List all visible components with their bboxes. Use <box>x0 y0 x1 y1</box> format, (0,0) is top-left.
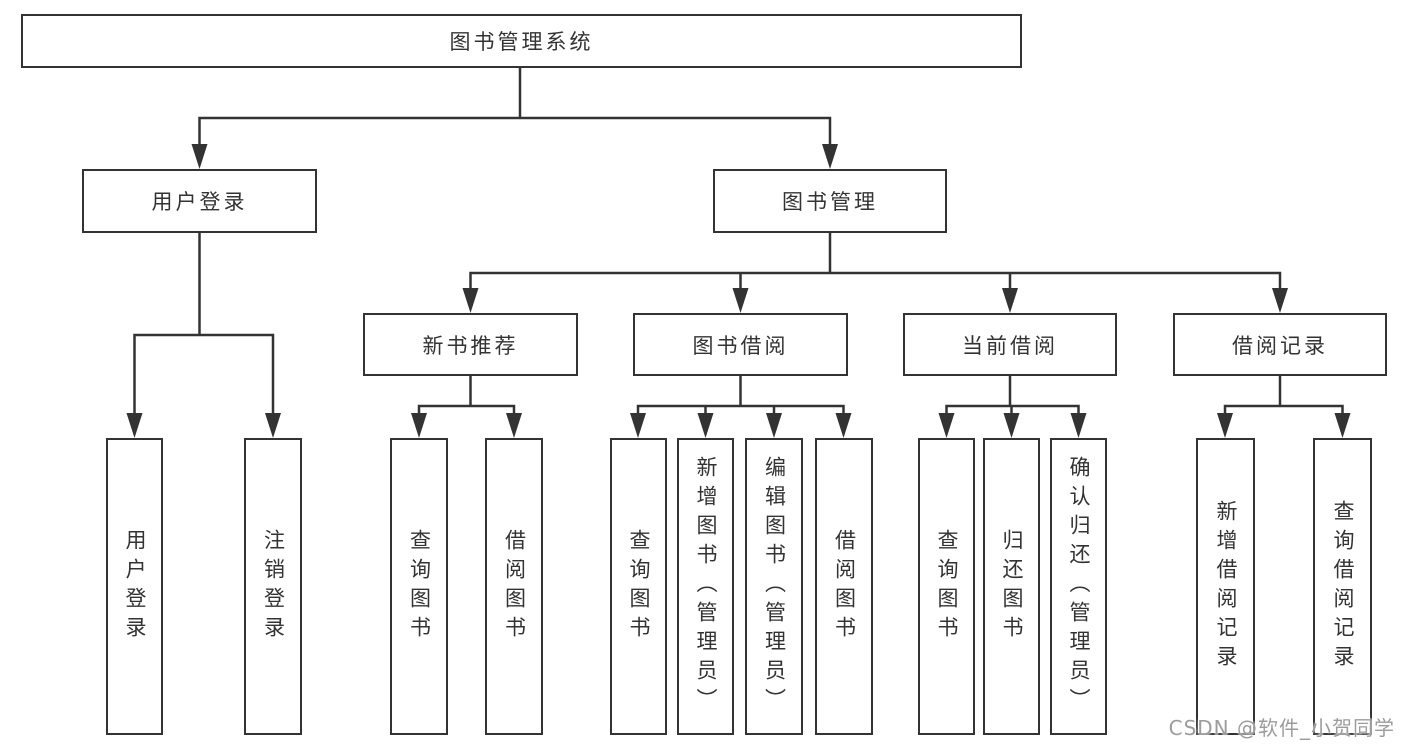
arrow-down-icon <box>938 413 955 438</box>
connector-bookmgmt-to-sections <box>469 231 1282 307</box>
leaf-newrec-borrow-books: 借阅图书 <box>485 438 543 735</box>
leaf-borrow-edit-books-admin: 编辑图书（管理员） <box>745 438 803 735</box>
connector-borrow-to-leaves <box>636 374 845 432</box>
leaf-borrow-query-books: 查询图书 <box>610 438 667 735</box>
arrow-down-icon <box>630 413 646 438</box>
leaf-newrec-query-books: 查询图书 <box>390 438 448 735</box>
arrow-down-icon <box>265 413 281 438</box>
node-borrow-records: 借阅记录 <box>1173 313 1387 376</box>
connector-userlogin-to-leaves <box>133 231 275 432</box>
leaf-current-query-books: 查询图书 <box>918 438 975 735</box>
csdn-watermark: CSDN @软件_小贺同学 <box>1168 716 1395 740</box>
arrow-down-icon <box>732 288 749 313</box>
node-current-borrow: 当前借阅 <box>903 313 1117 376</box>
arrow-down-icon <box>1070 413 1087 438</box>
connector-records-to-leaves <box>1223 374 1344 432</box>
leaf-records-query-record: 查询借阅记录 <box>1313 438 1372 735</box>
arrow-down-icon <box>1003 413 1020 438</box>
node-new-book-recommend: 新书推荐 <box>363 313 578 376</box>
leaf-current-return-books: 归还图书 <box>983 438 1040 735</box>
arrow-down-icon <box>462 288 479 313</box>
arrow-down-icon <box>1272 288 1288 313</box>
node-book-management: 图书管理 <box>713 169 947 233</box>
arrow-down-icon <box>126 413 143 438</box>
leaf-user-login: 用户登录 <box>106 438 163 735</box>
arrow-down-icon <box>766 413 782 438</box>
arrow-down-icon <box>1217 413 1233 438</box>
connector-root-to-level2 <box>198 66 832 163</box>
arrow-down-icon <box>506 413 522 438</box>
arrow-down-icon <box>1334 413 1351 438</box>
leaf-borrow-borrow-books: 借阅图书 <box>815 438 873 735</box>
leaf-records-add-record: 新增借阅记录 <box>1196 438 1255 735</box>
connector-newrec-to-leaves <box>417 374 516 432</box>
leaf-logout: 注销登录 <box>244 438 302 735</box>
arrow-down-icon <box>697 413 714 438</box>
arrow-down-icon <box>1002 288 1018 313</box>
arrow-down-icon <box>411 413 427 438</box>
node-book-borrow: 图书借阅 <box>633 313 848 376</box>
leaf-current-confirm-return-admin: 确认归还（管理员） <box>1050 438 1107 735</box>
arrow-down-icon <box>191 144 208 169</box>
node-user-login: 用户登录 <box>82 169 317 233</box>
leaf-borrow-add-books-admin: 新增图书（管理员） <box>677 438 734 735</box>
node-root-system: 图书管理系统 <box>21 14 1022 68</box>
arrow-down-icon <box>822 144 838 169</box>
arrow-down-icon <box>835 413 852 438</box>
